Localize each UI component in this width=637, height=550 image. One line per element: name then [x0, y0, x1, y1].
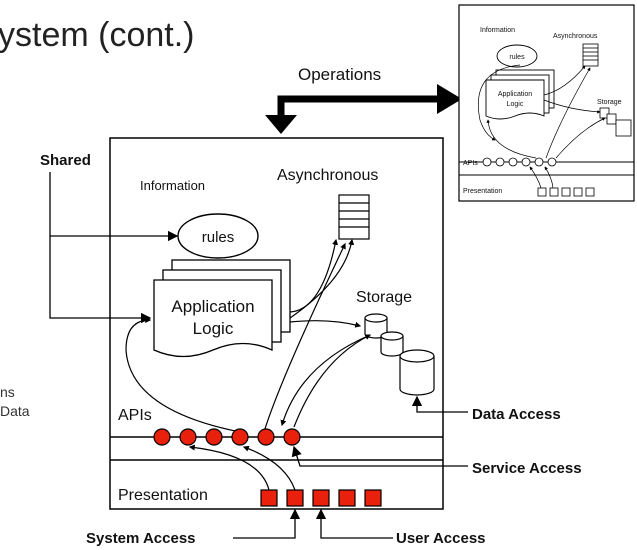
- thumbnail-api-endpoint: [547, 157, 557, 167]
- async-queue-icon: [338, 194, 370, 240]
- apis-label: APIs: [118, 407, 152, 424]
- thumbnail-connectors: [478, 64, 606, 159]
- slide-title: ystem (cont.): [0, 16, 195, 54]
- presentation-widget: [286, 489, 304, 507]
- side-note-line-2: Data: [0, 403, 30, 419]
- thumbnail-api-endpoint: [508, 157, 518, 167]
- api-endpoint: [153, 428, 171, 446]
- api-endpoints: [153, 428, 301, 446]
- service-access-connector: [291, 445, 468, 467]
- presentation-widget: [312, 489, 330, 507]
- thumbnail-presentation-widgets: [537, 187, 595, 197]
- thumbnail-app-logic-stack: [485, 69, 555, 120]
- thumbnail-presentation-widget: [561, 187, 571, 197]
- thumbnail-information-label: Information: [480, 27, 515, 34]
- presentation-widget: [364, 489, 382, 507]
- presentation-label: Presentation: [118, 487, 208, 504]
- thumbnail-diagram: Information rules Asynchronous Applicati…: [458, 4, 635, 202]
- asynchronous-label: Asynchronous: [277, 167, 378, 184]
- thumbnail-api-endpoint: [482, 157, 492, 167]
- application-logic-label-1: Application: [171, 297, 254, 316]
- presentation-widget: [260, 489, 278, 507]
- thumbnail-app-logic-label-2: Logic: [507, 101, 524, 108]
- api-endpoint: [283, 428, 301, 446]
- thumbnail-api-endpoint: [495, 157, 505, 167]
- storage-label: Storage: [356, 289, 412, 306]
- thumbnail-rules-label: rules: [509, 54, 525, 61]
- thumbnail-asynchronous-label: Asynchronous: [553, 33, 598, 40]
- thumbnail-apis-label: APIs: [463, 160, 478, 167]
- thumbnail-presentation-widget: [585, 187, 595, 197]
- presentation-widgets: [260, 489, 382, 507]
- application-logic-stack: [153, 259, 291, 358]
- api-endpoint: [257, 428, 275, 446]
- shared-label: Shared: [40, 152, 91, 169]
- thumbnail-app-logic-label-1: Application: [498, 91, 532, 98]
- thumbnail-rules-ellipse: [496, 44, 538, 68]
- presentation-to-api-arrows: [188, 444, 296, 491]
- service-access-label: Service Access: [472, 460, 582, 477]
- thumbnail-api-endpoint: [534, 157, 544, 167]
- information-label: Information: [140, 178, 205, 193]
- system-access-connector: [233, 508, 301, 539]
- thumbnail-presentation-label: Presentation: [463, 188, 502, 195]
- thumbnail-queue-icon: [582, 43, 599, 67]
- thumbnail-storage-cylinders: [599, 107, 632, 137]
- operations-arrow: [265, 84, 462, 134]
- rules-label: rules: [202, 229, 235, 246]
- data-access-connector: [411, 395, 468, 413]
- thumbnail-presentation-widget: [573, 187, 583, 197]
- presentation-widget: [338, 489, 356, 507]
- thumbnail-api-endpoint: [521, 157, 531, 167]
- thumbnail-presentation-arrows: [529, 166, 554, 189]
- thumbnail-presentation-widget: [549, 187, 559, 197]
- application-logic-label-2: Logic: [193, 319, 234, 338]
- user-access-connector: [315, 508, 393, 539]
- rules-ellipse: [177, 213, 259, 259]
- api-endpoint: [179, 428, 197, 446]
- operations-label: Operations: [298, 65, 381, 84]
- api-endpoint: [231, 428, 249, 446]
- internal-connectors: [125, 238, 372, 433]
- storage-cylinders: [364, 313, 435, 396]
- system-access-label: System Access: [86, 530, 196, 547]
- side-note-line-1: ns: [0, 384, 15, 400]
- system-box: [109, 137, 444, 510]
- api-endpoint: [205, 428, 223, 446]
- shared-connector: [49, 172, 179, 324]
- thumbnail-storage-label: Storage: [597, 99, 622, 106]
- data-access-label: Data Access: [472, 406, 561, 423]
- thumbnail-api-endpoints: [482, 157, 557, 167]
- thumbnail-presentation-widget: [537, 187, 547, 197]
- user-access-label: User Access: [396, 530, 486, 547]
